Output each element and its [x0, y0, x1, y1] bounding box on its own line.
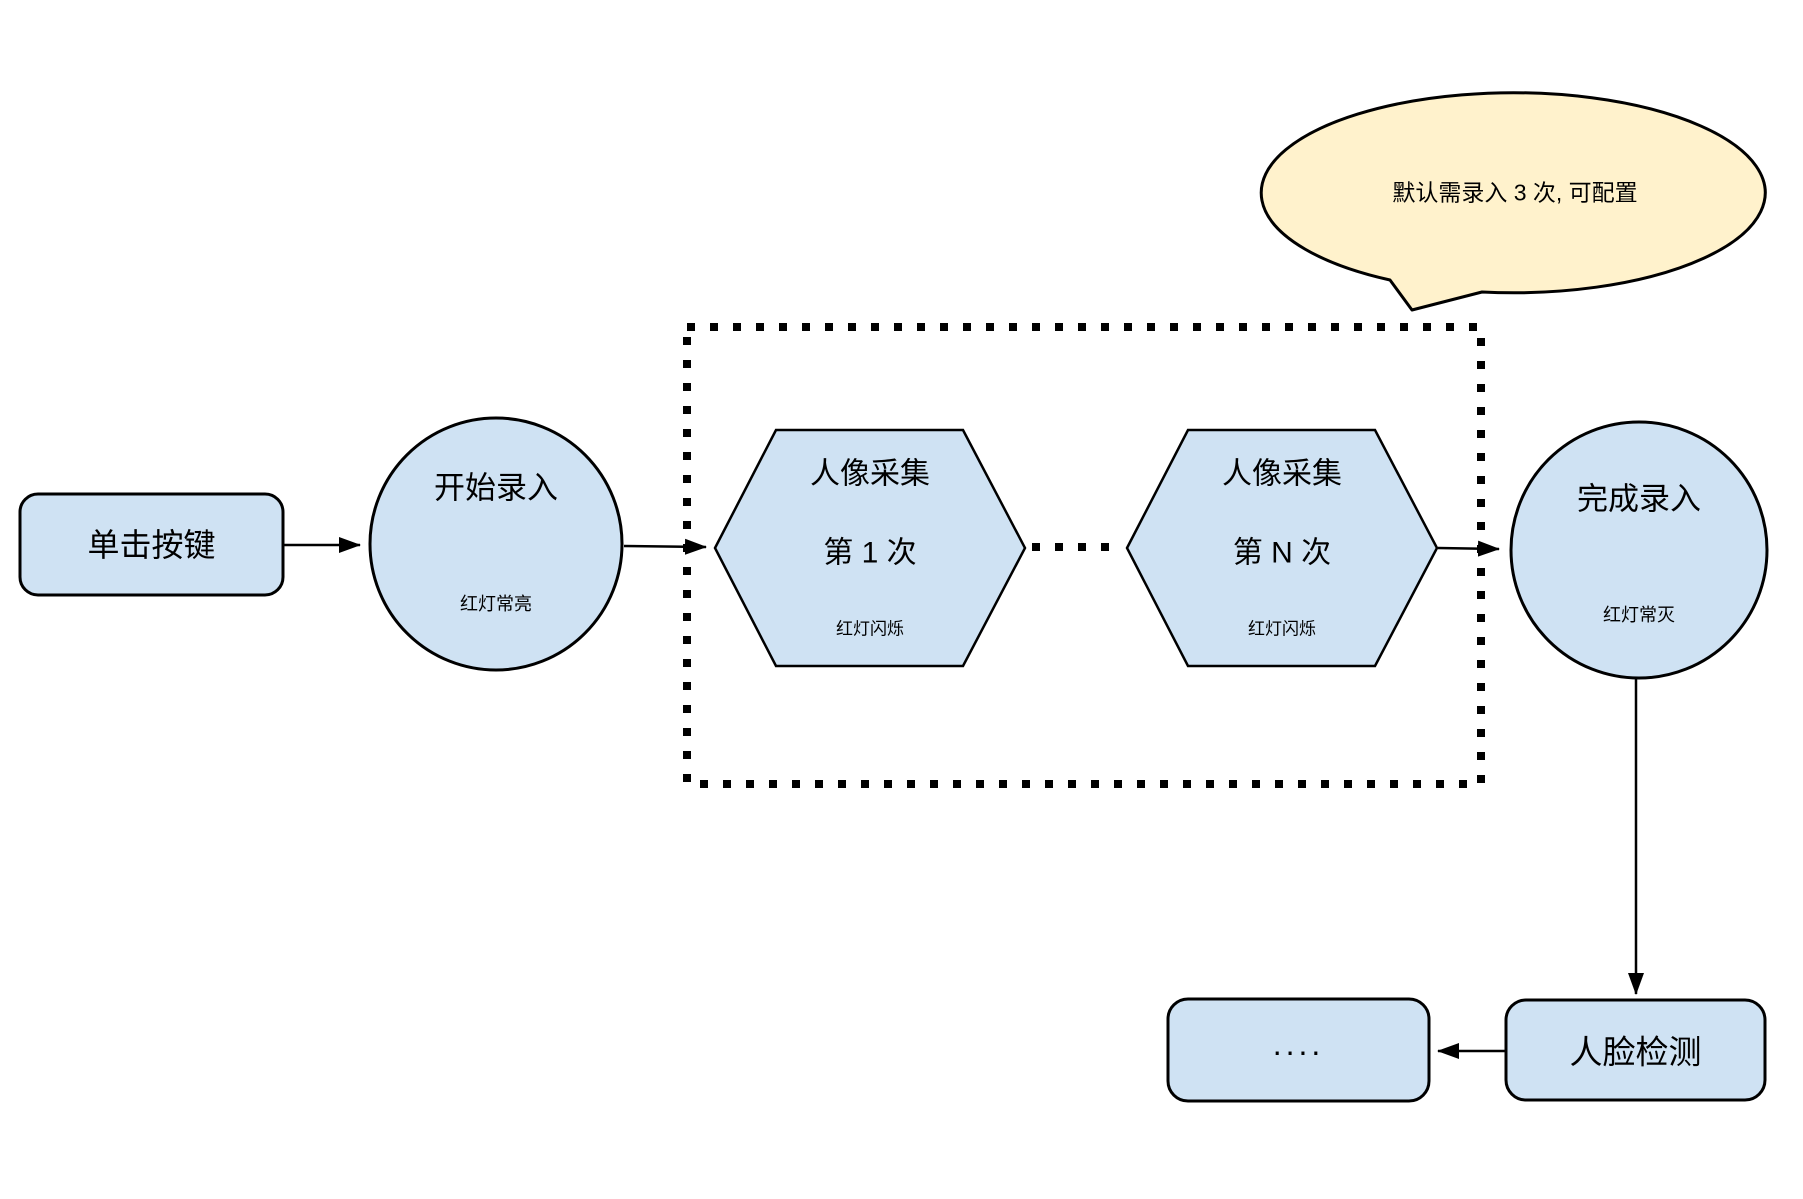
- finish-enroll-subtitle: 红灯常灭: [1603, 604, 1675, 625]
- capture-1-subtitle: 红灯闪烁: [836, 619, 904, 639]
- capture-n-node: [1125, 428, 1439, 668]
- start-enroll-subtitle: 红灯常亮: [460, 593, 532, 614]
- ellipsis-label: ....: [1272, 1026, 1325, 1062]
- click-button-label: 单击按键: [87, 527, 216, 563]
- start-enroll-node: [368, 416, 624, 672]
- capture-n-title: 人像采集: [1222, 457, 1342, 491]
- capture-1-node: [713, 428, 1027, 668]
- capture-1-line2: 第 1 次: [823, 536, 917, 570]
- arrow-start-to-capture1: [623, 538, 707, 555]
- dotted-group-rect: [683, 323, 1485, 788]
- finish-enroll-node: [1509, 420, 1769, 680]
- callout-bubble: [1259, 91, 1767, 312]
- capture-n-line2: 第 N 次: [1232, 536, 1332, 570]
- finish-enroll-title: 完成录入: [1577, 481, 1701, 517]
- capture-1-title: 人像采集: [810, 457, 930, 491]
- ellipsis-node: [1166, 997, 1431, 1103]
- face-detect-node: [1504, 998, 1767, 1102]
- callout-text: 默认需录入 3 次, 可配置: [1392, 179, 1638, 206]
- face-detect-label: 人脸检测: [1569, 1033, 1702, 1071]
- click-button-node: [18, 492, 285, 597]
- capture-n-subtitle: 红灯闪烁: [1248, 619, 1316, 639]
- start-enroll-title: 开始录入: [434, 470, 558, 506]
- arrow-captureN-to-finish: [1437, 540, 1500, 557]
